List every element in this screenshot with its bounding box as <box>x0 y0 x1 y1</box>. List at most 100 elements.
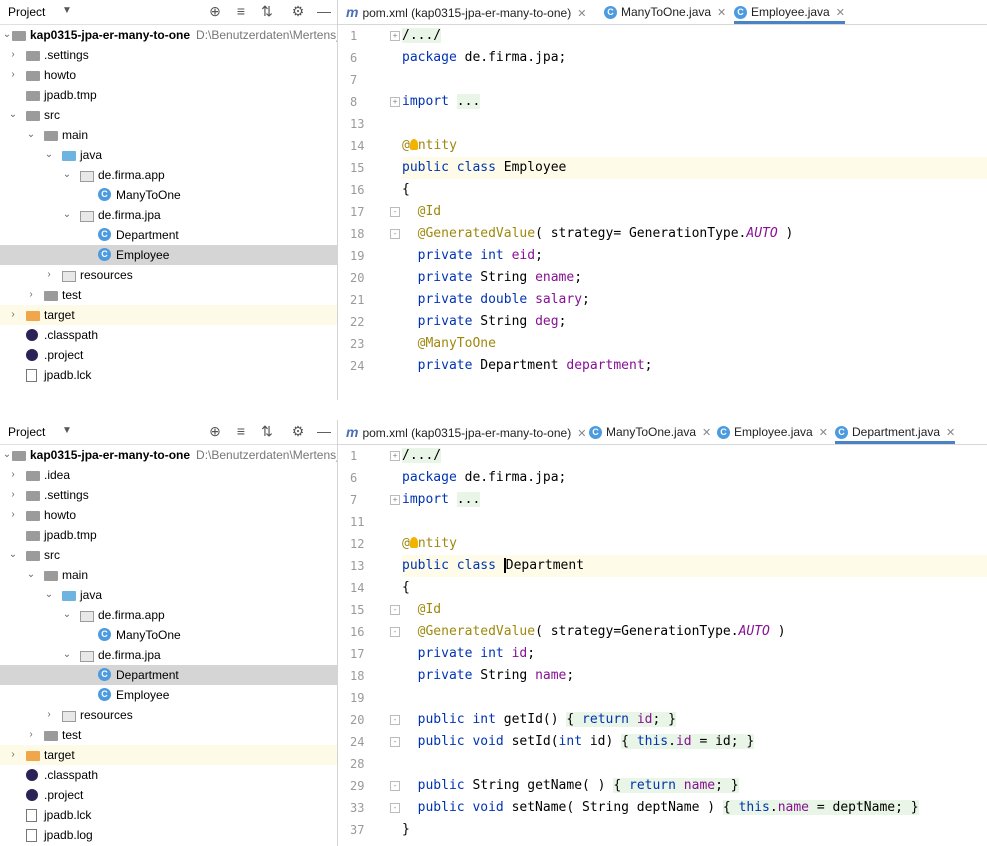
fold-marker-icon[interactable]: - <box>390 803 400 813</box>
fold-marker-icon[interactable]: - <box>390 207 400 217</box>
tree-item-src[interactable]: ⌄src <box>0 545 337 565</box>
tree-item-resources[interactable]: ›resources <box>0 705 337 725</box>
tree-item-classpath[interactable]: .classpath <box>0 325 337 345</box>
tree-item-de-firma-app[interactable]: ⌄de.firma.app <box>0 165 337 185</box>
tree-item-howto[interactable]: ›howto <box>0 505 337 525</box>
tree-item-settings[interactable]: ›.settings <box>0 485 337 505</box>
chevron-right-icon[interactable]: › <box>11 69 15 80</box>
tree-item-classpath[interactable]: .classpath <box>0 765 337 785</box>
chevron-down-icon[interactable]: ⌄ <box>8 109 18 120</box>
chevron-down-icon[interactable]: ▼ <box>62 5 72 16</box>
close-icon[interactable]: ✕ <box>835 7 845 19</box>
tree-item-jpadb-lck[interactable]: jpadb.lck <box>0 805 337 825</box>
close-icon[interactable]: ✕ <box>702 427 712 439</box>
project-title[interactable]: Project <box>8 425 46 439</box>
close-icon[interactable]: ✕ <box>717 7 727 19</box>
chevron-down-icon[interactable]: ⌄ <box>26 569 36 580</box>
chevron-down-icon[interactable]: ⌄ <box>62 209 72 220</box>
chevron-right-icon[interactable]: › <box>11 49 15 60</box>
minimize-icon[interactable]: — <box>317 3 331 19</box>
close-icon[interactable]: ✕ <box>818 427 828 439</box>
tree-item-project[interactable]: .project <box>0 345 337 365</box>
tree-item-jpadb-tmp[interactable]: jpadb.tmp <box>0 85 337 105</box>
fold-marker-icon[interactable]: - <box>390 605 400 615</box>
close-icon[interactable]: ✕ <box>946 427 956 439</box>
collapse-all-icon[interactable]: ⇅ <box>261 423 273 439</box>
minimize-icon[interactable]: — <box>317 423 331 439</box>
chevron-right-icon[interactable]: › <box>47 709 51 720</box>
chevron-down-icon[interactable]: ⌄ <box>26 129 36 140</box>
tree-item-jpadb-tmp[interactable]: jpadb.tmp <box>0 525 337 545</box>
crosshair-icon[interactable]: ⊕ <box>209 3 221 19</box>
chevron-down-icon[interactable]: ⌄ <box>62 649 72 660</box>
fold-marker-icon[interactable]: - <box>390 715 400 725</box>
chevron-right-icon[interactable]: › <box>11 309 15 320</box>
tree-item-idea[interactable]: ›.idea <box>0 465 337 485</box>
gear-icon[interactable]: ⚙ <box>291 423 305 439</box>
tree-item-jpadb-lck[interactable]: jpadb.lck <box>0 365 337 385</box>
tree-item-de-firma-jpa[interactable]: ⌄de.firma.jpa <box>0 645 337 665</box>
chevron-down-icon[interactable]: ⌄ <box>44 589 54 600</box>
expand-all-icon[interactable]: ≡ <box>236 3 246 19</box>
chevron-right-icon[interactable]: › <box>11 509 15 520</box>
fold-marker-icon[interactable]: + <box>390 451 400 461</box>
project-title[interactable]: Project <box>8 5 46 19</box>
crosshair-icon[interactable]: ⊕ <box>209 423 221 439</box>
fold-marker-icon[interactable]: + <box>390 495 400 505</box>
chevron-right-icon[interactable]: › <box>11 749 15 760</box>
tree-item-java[interactable]: ⌄java <box>0 145 337 165</box>
fold-marker-icon[interactable]: - <box>390 737 400 747</box>
tree-item-main[interactable]: ⌄main <box>0 125 337 145</box>
fold-marker-icon[interactable]: - <box>390 229 400 239</box>
chevron-down-icon[interactable]: ▼ <box>62 425 72 436</box>
chevron-right-icon[interactable]: › <box>11 469 15 480</box>
chevron-right-icon[interactable]: › <box>29 289 33 300</box>
chevron-down-icon[interactable]: ⌄ <box>2 29 12 40</box>
tree-item-main[interactable]: ⌄main <box>0 565 337 585</box>
gear-icon[interactable]: ⚙ <box>291 3 305 19</box>
tree-item-test[interactable]: ›test <box>0 725 337 745</box>
chevron-down-icon[interactable]: ⌄ <box>44 149 54 160</box>
chevron-right-icon[interactable]: › <box>47 269 51 280</box>
tree-item-settings[interactable]: ›.settings <box>0 45 337 65</box>
close-icon[interactable]: ✕ <box>577 428 587 440</box>
collapse-all-icon[interactable]: ⇅ <box>261 3 273 19</box>
tree-item-test[interactable]: ›test <box>0 285 337 305</box>
tree-item-de-firma-app[interactable]: ⌄de.firma.app <box>0 605 337 625</box>
tree-item-jpadb-log[interactable]: jpadb.log <box>0 825 337 845</box>
chevron-down-icon[interactable]: ⌄ <box>62 609 72 620</box>
tree-item-target[interactable]: ›target <box>0 305 337 325</box>
expand-all-icon[interactable]: ≡ <box>236 423 246 439</box>
fold-marker-icon[interactable]: + <box>390 97 400 107</box>
tree-item-project[interactable]: .project <box>0 785 337 805</box>
fold-marker-icon[interactable]: - <box>390 627 400 637</box>
tree-item-src[interactable]: ⌄src <box>0 105 337 125</box>
tree-item-target[interactable]: ›target <box>0 745 337 765</box>
chevron-down-icon[interactable]: ⌄ <box>62 169 72 180</box>
tree-item-java[interactable]: ⌄java <box>0 585 337 605</box>
chevron-right-icon[interactable]: › <box>29 729 33 740</box>
chevron-down-icon[interactable]: ⌄ <box>8 549 18 560</box>
chevron-down-icon[interactable]: ⌄ <box>2 449 12 460</box>
tree-item-howto[interactable]: ›howto <box>0 65 337 85</box>
tree-item-de-firma-jpa[interactable]: ⌄de.firma.jpa <box>0 205 337 225</box>
close-icon[interactable]: ✕ <box>577 8 587 20</box>
fold-marker-icon[interactable]: - <box>390 781 400 791</box>
fold-marker-icon[interactable]: + <box>390 31 400 41</box>
